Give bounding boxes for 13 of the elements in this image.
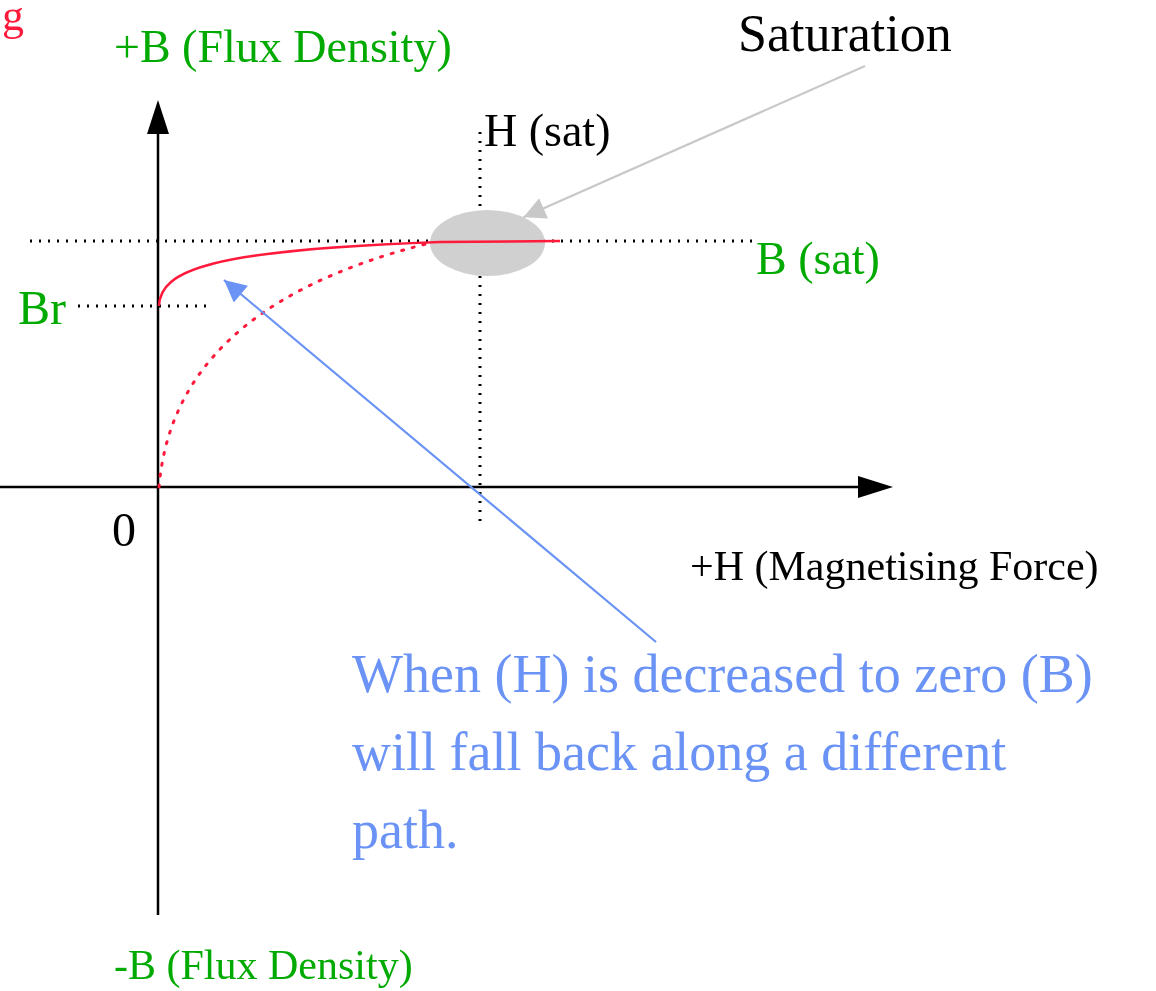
title-fragment: g [2, 0, 24, 38]
axis-label: +H (Magnetising Force) [690, 545, 1099, 587]
arrow [523, 65, 866, 219]
annotation-text: When (H) is decreased to zero (B) will fall back along a different path. [352, 643, 1094, 862]
axis-label: +B (Flux Density) [114, 24, 452, 70]
origin-label: 0 [112, 506, 136, 554]
arrow [223, 279, 657, 643]
axis-label: -B (Flux Density) [114, 944, 413, 986]
callout-text: Saturation [738, 8, 953, 60]
guide-label: B (sat) [756, 236, 880, 282]
hysteresis-curve [157, 239, 560, 307]
remanence-label: Br [18, 284, 66, 332]
guide-label: H (sat) [484, 108, 611, 154]
